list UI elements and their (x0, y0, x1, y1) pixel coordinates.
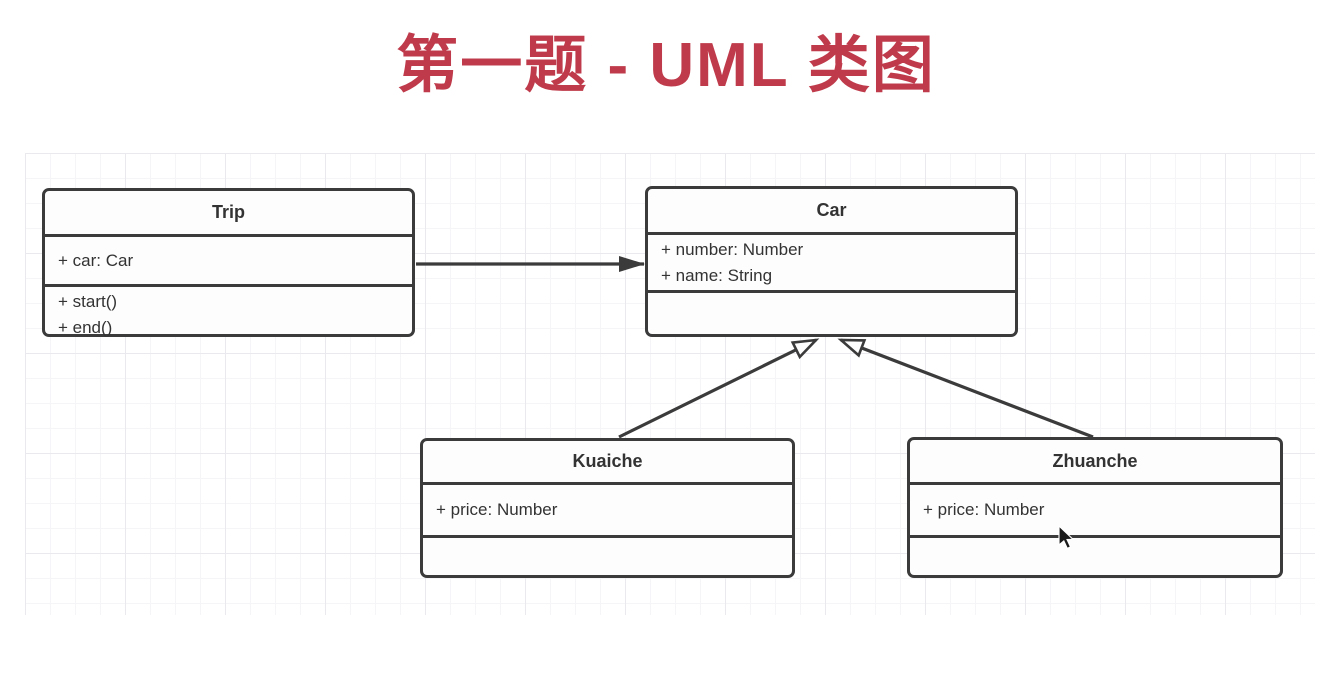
class-name: Car (816, 200, 847, 220)
attributes-section: + price: Number (910, 482, 1280, 535)
attributes-section: + number: Number + name: String (648, 232, 1015, 290)
class-box-trip[interactable]: Trip + car: Car + start() + end() (42, 188, 415, 337)
class-attribute: + number: Number (661, 239, 804, 259)
page-title: 第一题 - UML 类图 (396, 31, 936, 100)
class-box-car[interactable]: Car + number: Number + name: String (645, 186, 1018, 337)
methods-section (423, 535, 792, 575)
methods-section (910, 535, 1280, 575)
class-attribute: + car: Car (58, 250, 134, 270)
class-box-kuaiche[interactable]: Kuaiche + price: Number (420, 438, 795, 578)
class-method: + start() (58, 292, 118, 311)
attributes-section: + price: Number (423, 482, 792, 535)
class-method: + end() (58, 318, 113, 337)
class-attribute: + price: Number (436, 500, 558, 519)
class-attribute: + price: Number (923, 500, 1045, 519)
class-box-zhuanche[interactable]: Zhuanche + price: Number (907, 437, 1283, 578)
attributes-section: + car: Car (45, 234, 412, 284)
class-name: Zhuanche (1052, 450, 1138, 471)
class-name: Trip (211, 202, 245, 222)
methods-section: + start() + end() (45, 284, 412, 343)
class-name: Kuaiche (572, 451, 643, 471)
class-attribute: + name: String (661, 265, 773, 285)
methods-section (648, 290, 1015, 334)
